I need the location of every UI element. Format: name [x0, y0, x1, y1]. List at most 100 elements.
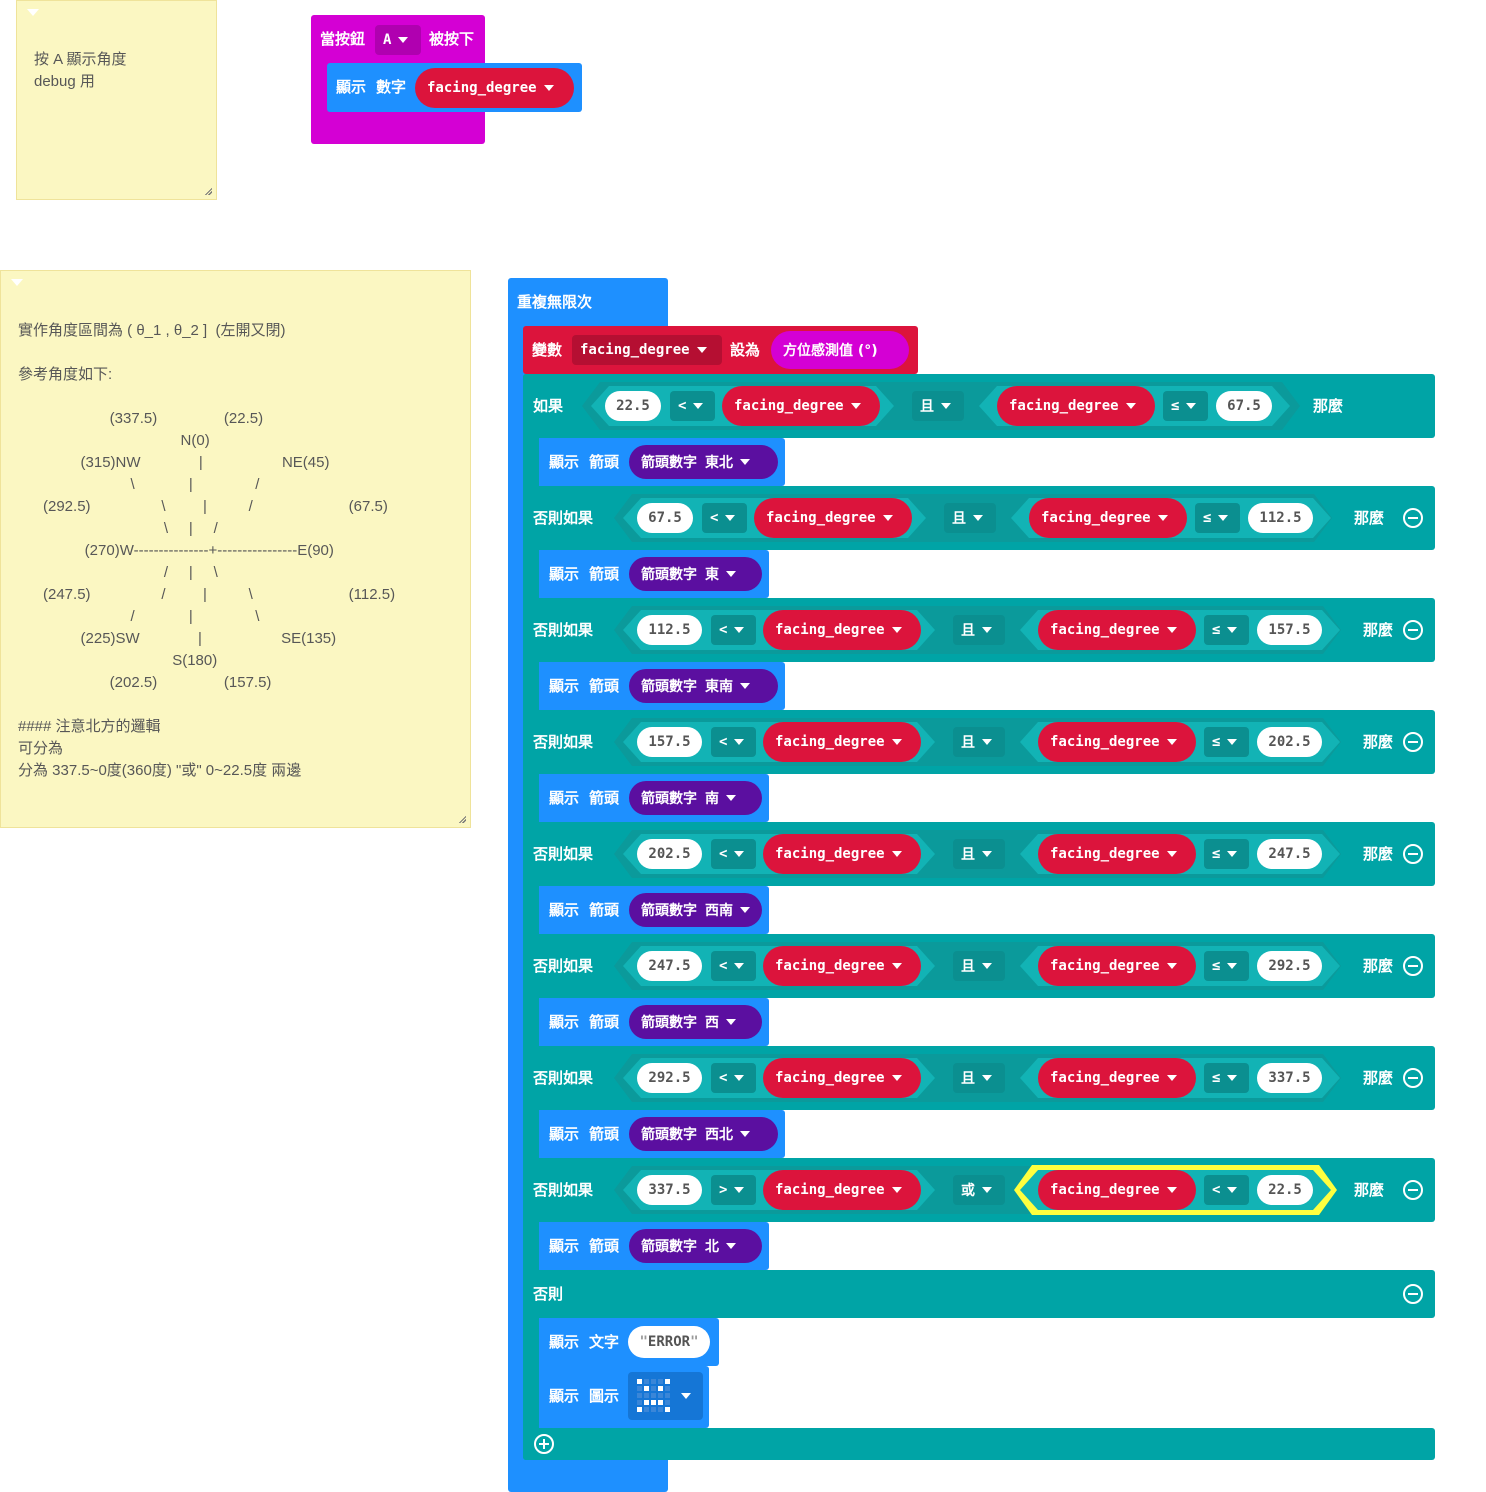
compare-operator-dropdown[interactable]: < [670, 391, 715, 421]
lower-bound-input[interactable]: 337.5 [637, 1175, 702, 1205]
arrow-direction-reporter[interactable]: 箭頭數字北 [629, 1229, 762, 1263]
remove-else-icon[interactable] [1403, 1284, 1423, 1304]
arrow-direction-reporter[interactable]: 箭頭數字南 [629, 781, 762, 815]
variable-reporter[interactable]: facing_degree [1038, 1170, 1196, 1210]
compare-operator-dropdown[interactable]: ≤ [1204, 727, 1249, 757]
upper-bound-input[interactable]: 337.5 [1257, 1063, 1322, 1093]
arrow-number-label: 箭頭數字 [641, 1239, 697, 1255]
icon-picker[interactable] [628, 1372, 703, 1420]
upper-bound-input[interactable]: 247.5 [1257, 839, 1322, 869]
compare-operator-dropdown[interactable]: ≤ [1163, 391, 1208, 421]
compare-operator-dropdown[interactable]: < [711, 615, 756, 645]
compare-operator-dropdown[interactable]: < [711, 727, 756, 757]
logic-operator-dropdown[interactable]: 且 [912, 391, 964, 421]
remove-branch-icon[interactable] [1403, 620, 1423, 640]
if-else-footer[interactable] [523, 1428, 1435, 1460]
chevron-down-icon [1166, 1075, 1177, 1081]
set-variable-block[interactable]: 變數 facing_degree 設為 方位感測值 (°) [523, 326, 918, 374]
compass-heading-reporter[interactable]: 方位感測值 (°) [771, 331, 909, 369]
remove-branch-icon[interactable] [1403, 844, 1423, 864]
logic-operator-dropdown[interactable]: 且 [953, 839, 1005, 869]
show-icon-block[interactable]: 顯示 圖示 [540, 1366, 709, 1428]
logic-operator-dropdown[interactable]: 且 [944, 503, 996, 533]
lower-bound-input[interactable]: 292.5 [637, 1063, 702, 1093]
upper-bound-input[interactable]: 67.5 [1216, 391, 1272, 421]
arrow-direction-reporter[interactable]: 箭頭數字西北 [629, 1117, 778, 1151]
add-branch-icon[interactable] [534, 1434, 554, 1454]
compare-operator-dropdown[interactable]: ≤ [1204, 1063, 1249, 1093]
compare-operator-dropdown[interactable]: < [711, 1063, 756, 1093]
variable-reporter[interactable]: facing_degree [763, 1170, 921, 1210]
logic-operator-dropdown[interactable]: 且 [953, 951, 1005, 981]
variable-dropdown[interactable]: facing_degree [572, 335, 722, 365]
button-dropdown[interactable]: A [375, 25, 421, 55]
lower-bound-input[interactable]: 202.5 [637, 839, 702, 869]
variable-reporter[interactable]: facing_degree [763, 834, 921, 874]
logic-operator-dropdown[interactable]: 且 [953, 727, 1005, 757]
compare-operator-dropdown[interactable]: ≤ [1204, 839, 1249, 869]
compass-note[interactable]: 實作角度區間為 ( θ_1 , θ_2 ] (左開又閉) 參考角度如下: (33… [0, 270, 471, 828]
arrow-direction-reporter[interactable]: 箭頭數字東 [629, 557, 762, 591]
compare-operator-dropdown[interactable]: > [711, 1175, 756, 1205]
else-label: 否則 [533, 1285, 564, 1303]
logic-value: 或 [961, 1183, 975, 1199]
variable-reporter[interactable]: facing_degree [1029, 498, 1187, 538]
variable-reporter[interactable]: facing_degree [722, 386, 880, 426]
variable-reporter[interactable]: facing_degree [1038, 946, 1196, 986]
upper-bound-value: 112.5 [1259, 510, 1302, 526]
remove-branch-icon[interactable] [1403, 956, 1423, 976]
remove-branch-icon[interactable] [1403, 1068, 1423, 1088]
variable-reporter[interactable]: facing_degree [763, 946, 921, 986]
led-pixel [637, 1407, 642, 1412]
resize-handle-icon[interactable] [458, 815, 466, 823]
arrow-direction-reporter[interactable]: 箭頭數字東南 [629, 669, 778, 703]
logic-operator-dropdown[interactable]: 或 [953, 1175, 1005, 1205]
debug-note[interactable]: 按 A 顯示角度 debug 用 [16, 0, 217, 200]
compare-operator-dropdown[interactable]: ≤ [1204, 615, 1249, 645]
remove-branch-icon[interactable] [1403, 732, 1423, 752]
logic-operator-dropdown[interactable]: 且 [953, 1063, 1005, 1093]
variable-reporter[interactable]: facing_degree [1038, 610, 1196, 650]
arrow-direction-reporter[interactable]: 箭頭數字東北 [629, 445, 778, 479]
variable-reporter[interactable]: facing_degree [763, 610, 921, 650]
compare-operator-dropdown[interactable]: < [702, 503, 747, 533]
compare-operator-dropdown[interactable]: ≤ [1204, 951, 1249, 981]
arrow-direction-reporter[interactable]: 箭頭數字西南 [629, 893, 762, 927]
lower-bound-input[interactable]: 22.5 [605, 391, 661, 421]
show-string-block[interactable]: 顯示 文字 "ERROR" [540, 1318, 719, 1366]
upper-bound-input[interactable]: 22.5 [1257, 1175, 1313, 1205]
show-number-block[interactable]: 顯示 數字 facing_degree [327, 63, 582, 112]
remove-branch-icon[interactable] [1403, 1180, 1423, 1200]
variable-reporter[interactable]: facing_degree [754, 498, 912, 538]
remove-branch-icon[interactable] [1403, 508, 1423, 528]
variable-reporter[interactable]: facing_degree [763, 1058, 921, 1098]
variable-reporter[interactable]: facing_degree [1038, 1058, 1196, 1098]
else-row[interactable]: 否則 [523, 1270, 1435, 1318]
variable-reporter[interactable]: facing_degree [997, 386, 1155, 426]
upper-bound-input[interactable]: 292.5 [1257, 951, 1322, 981]
logic-value: 且 [961, 1071, 975, 1087]
lower-bound-input[interactable]: 157.5 [637, 727, 702, 757]
lower-bound-input[interactable]: 112.5 [637, 615, 702, 645]
variable-reporter[interactable]: facing_degree [1038, 722, 1196, 762]
compare-operator-dropdown[interactable]: < [1204, 1175, 1249, 1205]
text-label: 文字 [589, 1333, 620, 1351]
compare-operator-dropdown[interactable]: < [711, 839, 756, 869]
variable-reporter[interactable]: facing_degree [763, 722, 921, 762]
arrow-direction-reporter[interactable]: 箭頭數字西 [629, 1005, 762, 1039]
collapse-note-icon[interactable] [11, 279, 23, 286]
variable-reporter[interactable]: facing_degree [415, 68, 574, 108]
variable-reporter[interactable]: facing_degree [1038, 834, 1196, 874]
upper-bound-input[interactable]: 112.5 [1248, 503, 1313, 533]
lower-bound-input[interactable]: 67.5 [637, 503, 693, 533]
upper-bound-input[interactable]: 157.5 [1257, 615, 1322, 645]
led-pixel [637, 1400, 642, 1405]
upper-bound-input[interactable]: 202.5 [1257, 727, 1322, 757]
resize-handle-icon[interactable] [204, 187, 212, 195]
lower-bound-input[interactable]: 247.5 [637, 951, 702, 981]
collapse-note-icon[interactable] [27, 9, 39, 16]
compare-operator-dropdown[interactable]: ≤ [1195, 503, 1240, 533]
compare-operator-dropdown[interactable]: < [711, 951, 756, 981]
logic-operator-dropdown[interactable]: 且 [953, 615, 1005, 645]
error-string-input[interactable]: "ERROR" [628, 1326, 710, 1358]
